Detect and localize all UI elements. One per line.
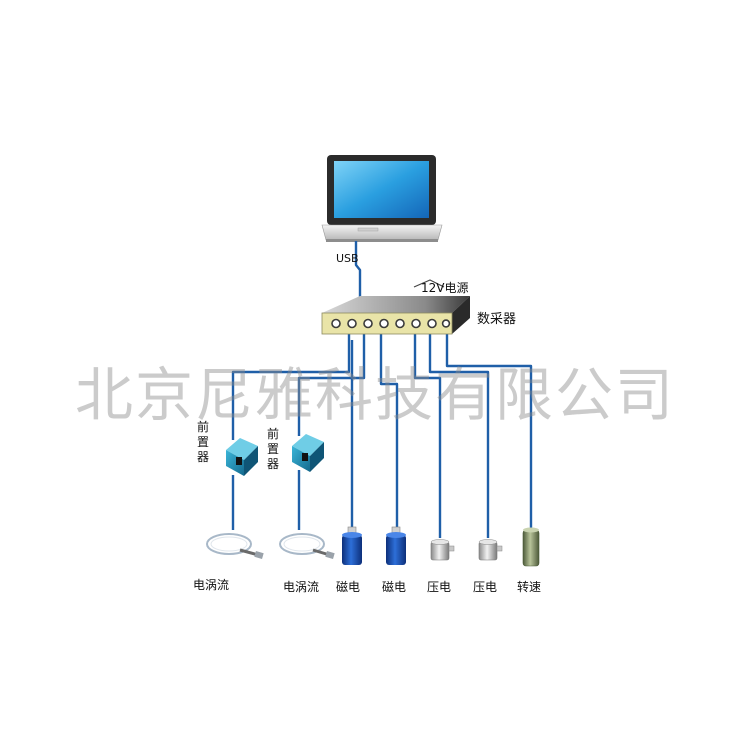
laptop-icon	[321, 155, 443, 242]
sensor-label-speed: 转速	[517, 580, 542, 594]
power-label: 12V电源	[421, 281, 469, 295]
magnetic-sensor-2-icon	[386, 526, 406, 565]
sensor-label-magnetic-1: 磁电	[336, 580, 361, 594]
piezo-sensor-1-icon	[430, 539, 455, 561]
sensor-label-magnetic-2: 磁电	[382, 580, 407, 594]
magnetic-sensor-1-icon	[342, 526, 362, 565]
preamp-1-label: 前 置 器	[196, 420, 209, 464]
sensor-label-eddy-2: 电涡流	[283, 580, 320, 594]
speed-sensor-icon	[522, 527, 540, 567]
eddy-current-probe-1-icon	[206, 533, 264, 559]
usb-label: USB	[336, 252, 359, 265]
wiring	[231, 241, 533, 538]
daq-device	[321, 296, 470, 335]
preamp-2	[292, 434, 324, 472]
sensor-label-eddy-1: 电涡流	[193, 578, 230, 592]
preamp-1	[226, 438, 258, 476]
eddy-current-probe-2-icon	[279, 533, 335, 559]
sensor-label-piezo-2: 压电	[473, 580, 498, 594]
daq-label: 数采器	[477, 312, 517, 327]
preamp-2-label: 前 置 器	[266, 427, 279, 471]
sensor-label-piezo-1: 压电	[427, 580, 452, 594]
piezo-sensor-2-icon	[478, 539, 503, 561]
